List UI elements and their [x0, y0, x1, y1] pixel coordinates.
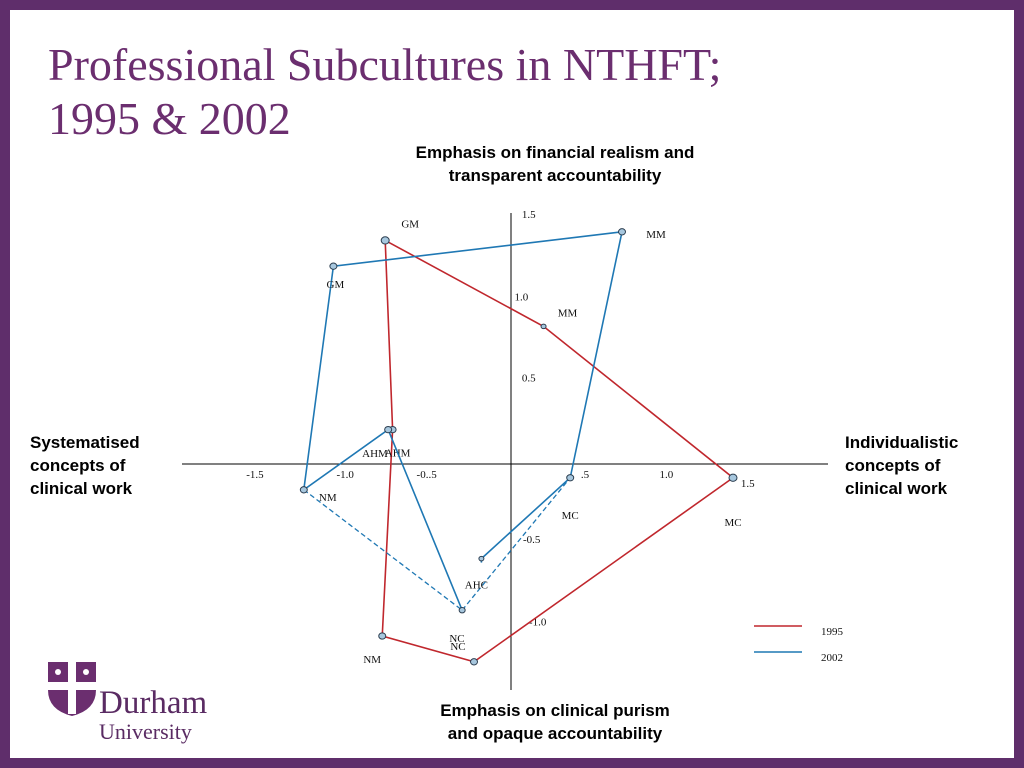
- point-label-1995-gm: GM: [401, 218, 419, 230]
- y-tick-label: 1.0: [514, 292, 528, 304]
- series-2002-dashed-line: [461, 477, 571, 611]
- point-label-2002-ahc: AHC: [465, 580, 488, 592]
- y-tick-label: -0.5: [523, 534, 541, 546]
- x-tick-label: 1.0: [660, 469, 674, 481]
- axis-label-top-line-1: Emphasis on financial realism and: [415, 143, 695, 162]
- point-label-2002-mc: MC: [562, 510, 579, 522]
- point-2002-mc: [566, 474, 575, 482]
- logo-wordmark: Durham: [99, 685, 208, 721]
- axis-label-top-line-2: transparent accountability: [448, 166, 662, 185]
- axis-label-bottom: Emphasis on clinical purism and opaque a…: [340, 699, 770, 745]
- x-tick-label: 1.5: [741, 478, 755, 490]
- durham-university-logo: Durham University: [46, 660, 216, 745]
- legend-label-2002: 2002: [821, 652, 843, 664]
- x-tick-label: -1.5: [246, 469, 264, 481]
- x-tick-label: -0..5: [417, 469, 438, 481]
- axis-label-left-line-3: clinical work: [30, 479, 133, 498]
- x-tick-label: -1.0: [337, 469, 355, 481]
- point-label-2002-gm: GM: [327, 279, 345, 291]
- point-label-1995-nc: NC: [449, 633, 464, 645]
- axis-label-right: Individualistic concepts of clinical wor…: [845, 431, 995, 500]
- point-1995-nm: [378, 632, 387, 640]
- logo-subtitle: University: [99, 719, 192, 744]
- x-tick-label: .5: [581, 469, 590, 481]
- subculture-diagram: -1.5 -1.0 -0..5 .5 1.0 1.5 1.5 1.0 0.5 -0.5 -1.0 GM…: [182, 209, 844, 690]
- axis-label-right-line-3: clinical work: [845, 479, 948, 498]
- axis-label-left-line-2: concepts of: [30, 456, 126, 475]
- point-1995-mm: [540, 323, 547, 330]
- y-tick-label: 0.5: [522, 372, 536, 384]
- axis-label-right-line-2: concepts of: [845, 456, 941, 475]
- y-tick-label: 1.5: [522, 209, 536, 221]
- point-label-1995-mc: MC: [724, 517, 741, 529]
- axis-label-left: Systematised concepts of clinical work: [30, 431, 180, 500]
- point-2002-ahm: [384, 425, 393, 434]
- slide: Professional Subcultures in NTHFT; 1995 …: [10, 10, 1014, 758]
- title-line-2: 1995 & 2002: [48, 93, 291, 144]
- point-label-ahm: AHM: [362, 448, 388, 460]
- point-label-1995-nm: NM: [363, 654, 381, 666]
- axis-label-bottom-line-2: and opaque accountability: [447, 724, 663, 743]
- point-label-1995-mm: MM: [558, 307, 578, 319]
- point-2002-nm: [299, 486, 308, 494]
- legend-label-1995: 1995: [821, 626, 844, 638]
- series-1995-line: [381, 239, 735, 663]
- point-2002-ahc: [478, 555, 485, 562]
- point-label-nc: NC: [450, 641, 465, 653]
- point-2002-mm: [618, 228, 626, 236]
- point-2002-gm: [329, 262, 338, 270]
- point-1995-mc: [728, 473, 738, 482]
- point-label-2002-mm: MM: [646, 229, 666, 241]
- slide-title: Professional Subcultures in NTHFT; 1995 …: [48, 38, 721, 146]
- title-line-1: Professional Subcultures in NTHFT;: [48, 39, 722, 90]
- y-tick-label: -1.0: [529, 617, 547, 629]
- point-label-2002-nm: NM: [319, 492, 337, 504]
- axis-label-right-line-1: Individualistic: [845, 433, 959, 452]
- axis-label-top: Emphasis on financial realism and transp…: [340, 141, 770, 187]
- series-2002-line: [480, 231, 623, 560]
- series-2002-dashed-line: [303, 489, 463, 611]
- series-2002-line: [302, 231, 623, 611]
- axis-label-left-line-1: Systematised: [30, 433, 140, 452]
- point-1995-gm: [380, 236, 390, 245]
- crest-icon: [48, 662, 96, 716]
- axis-label-bottom-line-1: Emphasis on clinical purism: [440, 701, 670, 720]
- point-2002-nc: [458, 607, 466, 614]
- point-1995-nc: [470, 658, 478, 666]
